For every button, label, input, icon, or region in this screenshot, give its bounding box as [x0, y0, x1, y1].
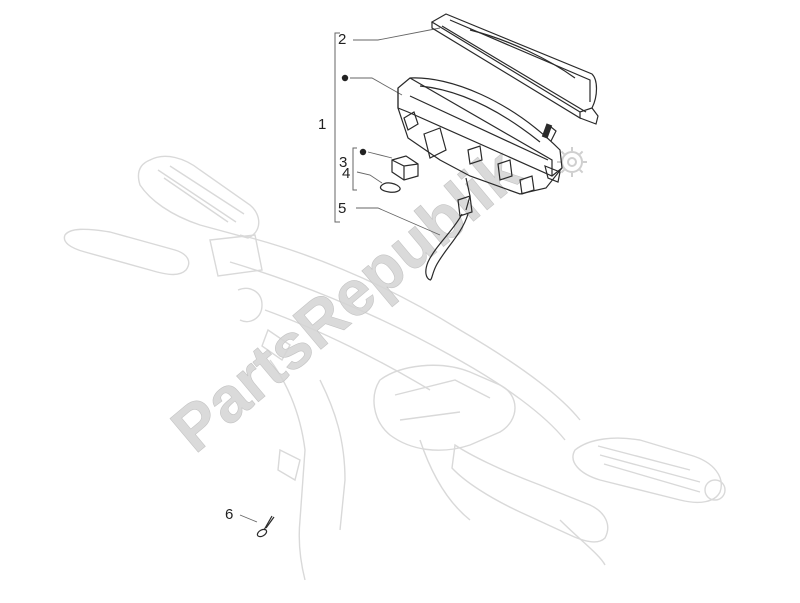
- bullet-dot: [341, 74, 349, 82]
- screw-icon: [256, 515, 275, 538]
- group-bracket: [334, 32, 357, 223]
- handlebar-outline: [63, 155, 726, 581]
- watermark: PartsRepublik: [157, 133, 534, 466]
- bolt-icon: [541, 123, 553, 139]
- instrument-cover: [430, 13, 599, 125]
- bulb-lens: [379, 182, 401, 193]
- wiring-cable: [425, 177, 473, 281]
- bulb-holder: [391, 155, 419, 181]
- callout-label-4: 4: [342, 165, 351, 182]
- callout-label-2: 2: [338, 31, 347, 48]
- watermark-text: PartsRepublik: [158, 134, 534, 466]
- callout-label-3: 3: [339, 154, 348, 171]
- instrument-cluster: [397, 77, 563, 195]
- bullet-dot: [359, 148, 367, 156]
- callout-label-1: 1: [318, 116, 327, 133]
- gear-icon: [557, 147, 587, 177]
- leader-lines: [239, 27, 441, 523]
- callout-label-5: 5: [338, 200, 347, 217]
- callout-label-6: 6: [225, 506, 234, 523]
